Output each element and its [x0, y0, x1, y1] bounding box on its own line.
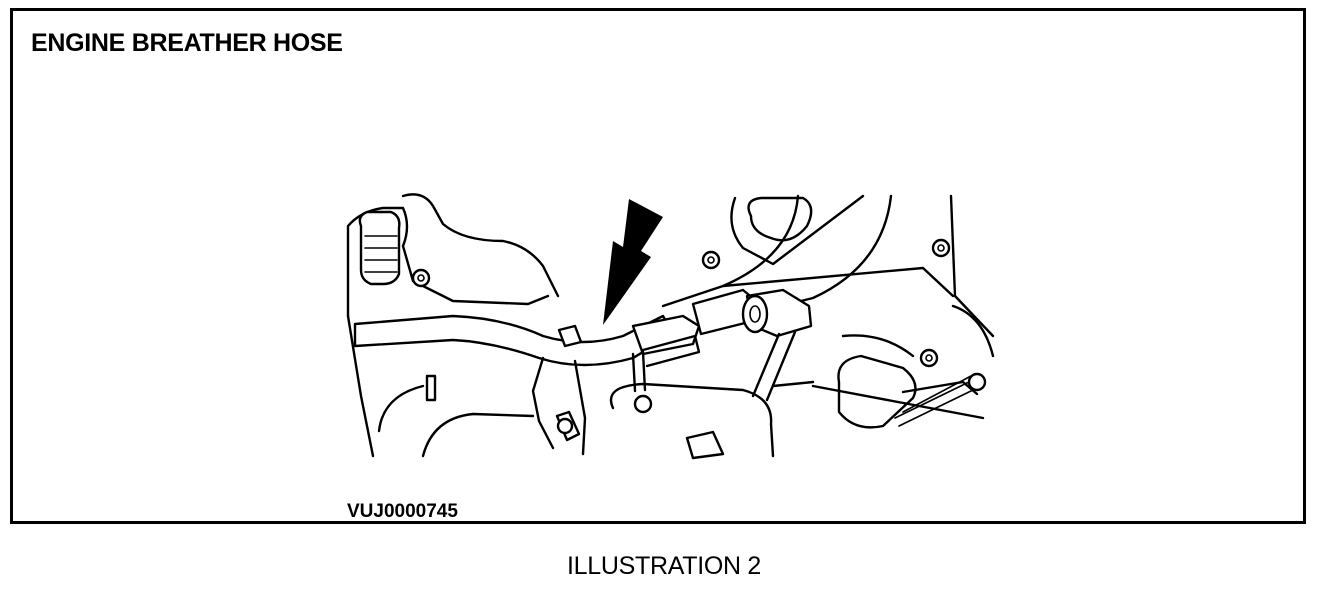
figure-caption: ILLUSTRATION 2 [567, 552, 761, 580]
engine-line-drawing [346, 193, 995, 460]
figure-frame: ENGINE BREATHER HOSE [10, 8, 1306, 524]
figure-title: ENGINE BREATHER HOSE [31, 29, 343, 57]
arrow-icon [603, 199, 663, 325]
figure-code: VUJ0000745 [347, 501, 458, 522]
